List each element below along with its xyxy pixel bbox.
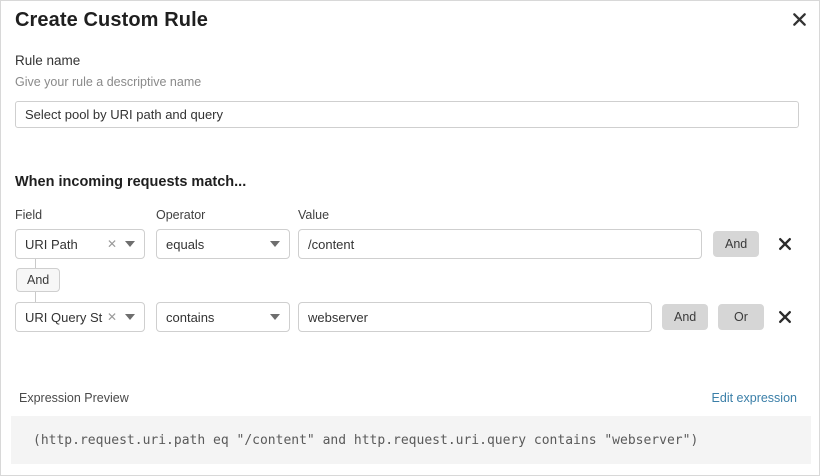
clear-field-icon[interactable]: ✕ bbox=[106, 237, 117, 251]
column-label-field: Field bbox=[15, 208, 43, 222]
edit-expression-link[interactable]: Edit expression bbox=[711, 391, 797, 405]
value-input-row-1[interactable] bbox=[298, 229, 702, 259]
or-button-row-2[interactable]: Or bbox=[718, 304, 764, 330]
condition-row: URI Path ✕ equals And bbox=[1, 229, 820, 259]
chevron-down-icon bbox=[270, 314, 280, 320]
close-icon bbox=[779, 311, 791, 323]
and-button-row-1[interactable]: And bbox=[713, 231, 760, 257]
remove-condition-button-row-2[interactable] bbox=[772, 304, 798, 330]
field-select-value: URI Query St... bbox=[25, 309, 103, 325]
expression-preview-label: Expression Preview bbox=[19, 391, 129, 405]
clear-field-icon[interactable]: ✕ bbox=[106, 310, 117, 324]
operator-select-row-2[interactable]: contains bbox=[156, 302, 290, 332]
operator-select-value: equals bbox=[166, 236, 205, 252]
operator-select-row-1[interactable]: equals bbox=[156, 229, 290, 259]
expression-text: (http.request.uri.path eq "/content" and… bbox=[33, 432, 699, 448]
field-select-row-1[interactable]: URI Path ✕ bbox=[15, 229, 145, 259]
field-select-row-2[interactable]: URI Query St... ✕ bbox=[15, 302, 145, 332]
rule-name-label: Rule name bbox=[15, 53, 81, 68]
connector-line-top bbox=[35, 259, 36, 269]
dialog-title: Create Custom Rule bbox=[15, 9, 208, 31]
connector-line-bottom bbox=[35, 292, 36, 302]
condition-row: URI Query St... ✕ contains And Or bbox=[1, 302, 820, 332]
column-label-value: Value bbox=[298, 208, 330, 222]
rule-name-input[interactable] bbox=[15, 101, 799, 128]
close-icon bbox=[779, 238, 791, 250]
match-section-heading: When incoming requests match... bbox=[15, 174, 247, 190]
chevron-down-icon bbox=[125, 241, 135, 247]
close-icon bbox=[792, 12, 806, 26]
operator-select-value: contains bbox=[166, 309, 215, 325]
chevron-down-icon bbox=[125, 314, 135, 320]
field-select-value: URI Path bbox=[25, 236, 78, 252]
group-connector-and-chip[interactable]: And bbox=[16, 268, 61, 292]
expression-preview-panel: (http.request.uri.path eq "/content" and… bbox=[11, 416, 811, 464]
and-button-row-2[interactable]: And bbox=[662, 304, 709, 330]
remove-condition-button-row-1[interactable] bbox=[772, 231, 798, 257]
close-dialog-button[interactable] bbox=[788, 8, 810, 30]
chevron-down-icon bbox=[270, 241, 280, 247]
column-label-operator: Operator bbox=[156, 208, 206, 222]
value-input-row-2[interactable] bbox=[298, 302, 652, 332]
rule-name-help-text: Give your rule a descriptive name bbox=[15, 75, 202, 89]
